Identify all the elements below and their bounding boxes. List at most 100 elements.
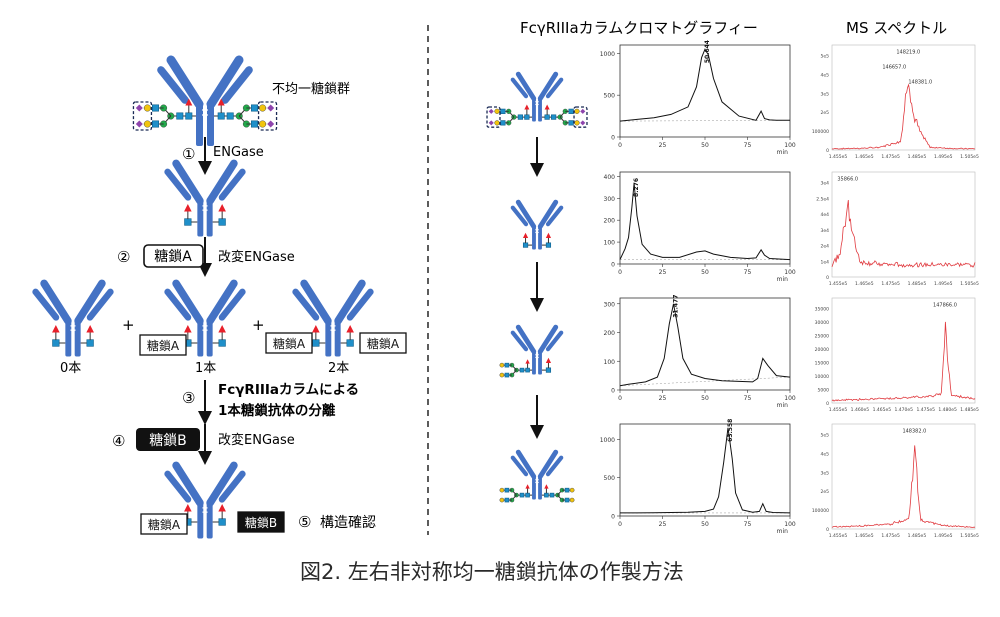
light-chain-arm bbox=[164, 470, 192, 503]
y-tick-label: 100 bbox=[604, 240, 616, 247]
heavy-chain-arm bbox=[515, 199, 537, 229]
fucose-triangle bbox=[184, 503, 192, 512]
fc-chain bbox=[197, 199, 204, 237]
galactose-circle bbox=[143, 104, 151, 112]
glcnac-square bbox=[218, 218, 226, 226]
chart-frame bbox=[619, 297, 791, 391]
glycan-box bbox=[139, 334, 187, 356]
glcnac-square bbox=[525, 367, 530, 373]
x-tick-label: 50 bbox=[701, 521, 709, 528]
y-tick-label: 25000 bbox=[815, 334, 829, 340]
light-chain-arm bbox=[292, 288, 320, 321]
y-tick-label: 10000 bbox=[815, 374, 829, 380]
fucose-triangle bbox=[218, 503, 226, 512]
x-tick-label: 1.465e5 bbox=[873, 407, 892, 413]
heavy-chain-arm bbox=[172, 461, 204, 507]
heavy-chain-arm bbox=[172, 159, 204, 205]
glcnac-square bbox=[176, 112, 184, 120]
fc-chain bbox=[538, 225, 542, 250]
light-chain-arm bbox=[545, 77, 564, 99]
fucose-triangle bbox=[52, 324, 60, 333]
ms-header: MS スペクトル bbox=[846, 19, 947, 37]
glcnac-square bbox=[525, 492, 530, 498]
y-tick-label: 2.5e4 bbox=[816, 196, 829, 202]
x-tick-label: 1.475e5 bbox=[916, 407, 935, 413]
plus-sign-1: + bbox=[122, 316, 135, 334]
galactose-circle bbox=[499, 487, 505, 493]
x-tick-label: 75 bbox=[744, 142, 752, 149]
fucose-triangle bbox=[86, 324, 94, 333]
variable-glycan-box bbox=[486, 106, 501, 128]
sialic-diamond bbox=[267, 120, 275, 128]
x-tick-label: 1.465e5 bbox=[855, 281, 874, 287]
chart-frame bbox=[619, 44, 791, 138]
x-tick-label: 1.455e5 bbox=[829, 281, 848, 287]
y-tick-label: 0 bbox=[826, 401, 829, 407]
glcnac-square bbox=[544, 492, 549, 498]
x-tick-label: 1.485e5 bbox=[908, 281, 927, 287]
galactose-circle bbox=[494, 120, 500, 126]
x-tick-label: 1.495e5 bbox=[934, 281, 953, 287]
ms-spectrum-3: 050001000015000200002500030000350001.455… bbox=[815, 297, 979, 413]
y-tick-label: 5000 bbox=[818, 388, 830, 394]
fucose-triangle bbox=[525, 484, 530, 489]
antibody-trimmed bbox=[164, 159, 246, 237]
count-two-label: 2本 bbox=[328, 361, 349, 376]
x-tick-label: 1.505e5 bbox=[960, 154, 979, 160]
step4-label: 改変ENGase bbox=[218, 432, 295, 448]
ms-peak-label: 148382.0 bbox=[902, 428, 926, 434]
galactose-circle bbox=[259, 120, 267, 128]
fc-chain bbox=[334, 319, 341, 357]
y-tick-label: 500 bbox=[604, 475, 616, 482]
y-tick-label: 4e5 bbox=[821, 72, 830, 78]
chart-frame bbox=[831, 171, 976, 278]
fc-chain bbox=[532, 225, 536, 250]
y-tick-label: 300 bbox=[604, 196, 616, 203]
heavy-chain-arm bbox=[206, 55, 244, 109]
x-tick-label: 0 bbox=[618, 521, 622, 528]
y-tick-label: 3e5 bbox=[821, 91, 830, 97]
ms-peak-label: 35866.0 bbox=[837, 176, 858, 182]
light-chain-arm bbox=[346, 288, 374, 321]
ms-trace bbox=[831, 83, 976, 150]
glcnac-square bbox=[346, 339, 354, 347]
fc-chain bbox=[74, 319, 81, 357]
y-tick-label: 5e5 bbox=[821, 433, 830, 439]
y-tick-label: 200 bbox=[604, 330, 616, 337]
glcnac-square bbox=[568, 120, 574, 126]
y-tick-label: 0 bbox=[611, 262, 615, 269]
fc-chain bbox=[538, 475, 542, 500]
glcnac-square bbox=[564, 487, 570, 493]
y-tick-label: 2e4 bbox=[821, 244, 830, 250]
glcnac-square bbox=[218, 339, 226, 347]
right-antibody-1 bbox=[486, 71, 588, 128]
glycan-box bbox=[140, 513, 188, 535]
variable-glycan-box bbox=[573, 106, 588, 128]
glcnac-square bbox=[522, 242, 529, 248]
sialic-diamond bbox=[135, 120, 143, 128]
baseline bbox=[619, 376, 791, 386]
glycan-box-label: 糖鎖A bbox=[273, 336, 306, 351]
x-tick-label: 1.475e5 bbox=[881, 533, 900, 539]
glcnac-square bbox=[185, 112, 193, 120]
chromatogram-trace bbox=[619, 182, 791, 261]
glcnac-square bbox=[545, 242, 552, 248]
fc-chain bbox=[325, 319, 332, 357]
plus-sign-2: + bbox=[252, 316, 265, 334]
y-tick-label: 1000 bbox=[600, 437, 615, 444]
light-chain-arm bbox=[221, 66, 253, 104]
ms-peak-label: 148219.0 bbox=[896, 49, 920, 55]
heavy-chain-arm bbox=[74, 279, 106, 325]
fucose-triangle bbox=[544, 484, 549, 489]
x-tick-label: 1.495e5 bbox=[934, 154, 953, 160]
fc-chain bbox=[538, 350, 542, 375]
light-chain-arm bbox=[164, 168, 192, 201]
heavy-chain-arm bbox=[537, 199, 559, 229]
glycan-box bbox=[237, 511, 285, 533]
